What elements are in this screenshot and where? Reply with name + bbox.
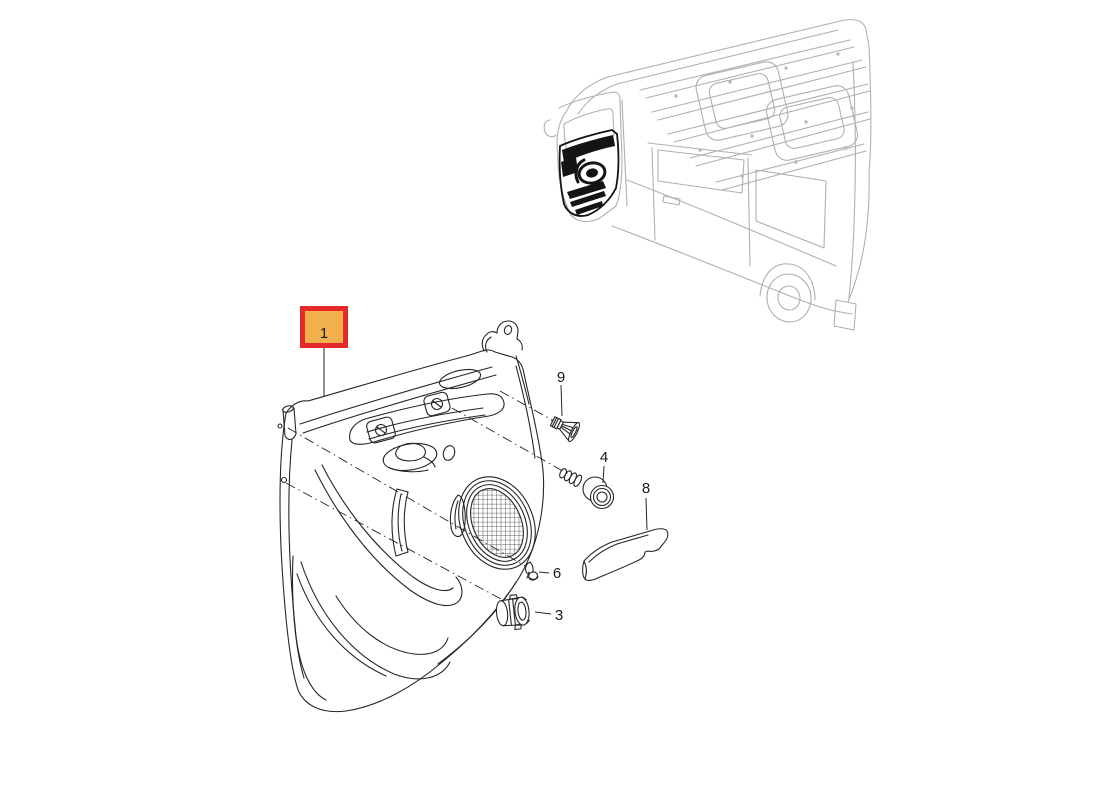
center-line-to-part3 [285,482,502,600]
van-sliding-door-window [657,149,745,194]
part-6-clip [525,561,539,581]
van-rear-bumper [833,299,857,331]
van-roof-outline [565,19,872,303]
door-trim-panel-drawing [277,320,545,713]
door-panel-hinge-pin [277,405,297,484]
part-9-expanding-rivet [549,416,581,443]
van-roof-ribs [639,39,871,191]
door-panel-grab-handle [349,391,505,445]
leader-6 [538,571,550,574]
door-panel-teardrop-slot [449,494,466,538]
door-panel-oval-hole [442,445,456,461]
van-rear-window [755,169,827,249]
callout-1-highlight-box[interactable] [300,306,348,348]
callout-label-3[interactable]: 3 [555,607,563,624]
door-panel-map-pocket [296,464,517,680]
leader-4 [602,465,605,484]
part-4-screw [559,468,615,510]
van-front-door-window [563,108,615,152]
van-rear-wheel [766,273,812,323]
door-panel-top-recess [438,368,482,390]
van-mirror [543,119,557,138]
callout-label-1[interactable]: 1 [320,325,328,342]
callout-label-9[interactable]: 9 [557,369,565,386]
van-door-trim-highlight [558,129,620,217]
center-line-to-part6 [287,427,528,568]
part-8-pull-handle-trim [582,528,669,582]
door-panel-speaker-grille [458,476,536,570]
van-roof-rivet-dots [674,52,854,178]
callout-1-hotspot[interactable]: 1 [300,306,348,348]
callout-leader-lines [323,348,648,615]
leader-3 [534,611,552,615]
assembly-center-lines [285,390,569,600]
van-overview-illustration [543,19,872,331]
part-3-grommet [495,594,531,631]
door-panel-pocket-strip [391,488,409,557]
door-panel-release-handle [382,442,438,473]
leader-9 [560,384,563,417]
callout-label-6[interactable]: 6 [553,565,561,582]
callout-label-8[interactable]: 8 [642,480,650,497]
leader-8 [645,497,648,531]
van-door-handle [662,195,681,206]
center-line-to-part4 [451,407,569,475]
van-wheel-arch [759,263,816,301]
door-panel-top-bracket [481,320,530,405]
callout-label-4[interactable]: 4 [600,449,608,466]
